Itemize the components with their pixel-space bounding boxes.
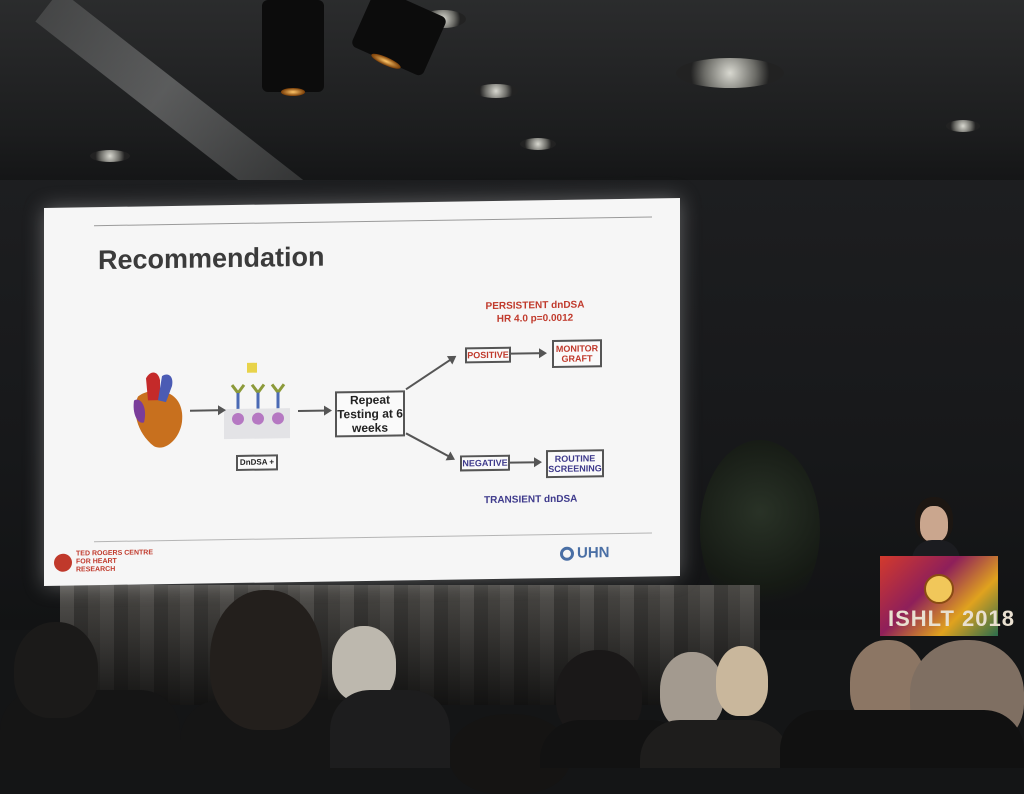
speaker-head (920, 506, 948, 542)
routine-screening-box: ROUTINE SCREENING (546, 449, 604, 479)
hazard-ratio-label: HR 4.0 p=0.0012 (496, 312, 574, 325)
positive-box: POSITIVE (465, 346, 511, 364)
antibody-assay-icon (224, 362, 290, 440)
arrow (190, 409, 224, 412)
stage-spotlight (262, 0, 324, 96)
ceiling-light (676, 58, 784, 88)
podium-text: ISHLT 2018 (888, 606, 1015, 631)
audience-head (14, 622, 98, 718)
arrow (405, 356, 456, 391)
monitor-graft-box: MONITOR GRAFT (552, 339, 602, 369)
audience-shoulders (330, 690, 450, 768)
audience-head (660, 652, 724, 730)
heart-icon (133, 372, 183, 448)
ishlt-seal-icon (924, 574, 954, 604)
audience-shoulders (780, 710, 1024, 768)
uhn-logo: UHN (560, 544, 610, 562)
ted-rogers-logo-text: TED ROGERS CENTRE FOR HEART RESEARCH (76, 549, 154, 574)
projection-screen: Recommendation DnDSA + Repeat Testing at… (44, 198, 680, 586)
dndsa-positive-box: DnDSA + (236, 454, 278, 471)
arrow (405, 432, 454, 460)
slide-title: Recommendation (98, 241, 325, 276)
curtain-shadow (60, 585, 760, 705)
negative-box: NEGATIVE (460, 454, 510, 472)
uhn-mark-icon (560, 546, 574, 561)
stage-spotlight (350, 0, 448, 78)
slide-top-rule (94, 216, 652, 227)
slide-bottom-rule (94, 532, 652, 543)
audience-shoulders (640, 720, 790, 768)
speaker-body (912, 540, 960, 560)
arrow (510, 461, 540, 464)
ceiling-light (520, 138, 556, 150)
persistent-label: PERSISTENT dnDSA (485, 299, 585, 313)
audience-head (210, 590, 322, 730)
ceiling-light (90, 150, 130, 162)
ceiling-light (946, 120, 980, 132)
heart-logo-icon (54, 553, 72, 572)
uhn-logo-text: UHN (577, 544, 610, 562)
arrow (511, 352, 545, 355)
repeat-testing-box: Repeat Testing at 6 weeks (335, 390, 405, 438)
ted-rogers-logo: TED ROGERS CENTRE FOR HEART RESEARCH (54, 549, 156, 575)
ceiling-light (474, 84, 518, 98)
audience-head (716, 646, 768, 716)
arrow (298, 409, 330, 413)
transient-label: TRANSIENT dnDSA (484, 493, 578, 507)
audience-head (332, 626, 396, 702)
ceiling (0, 0, 1024, 244)
